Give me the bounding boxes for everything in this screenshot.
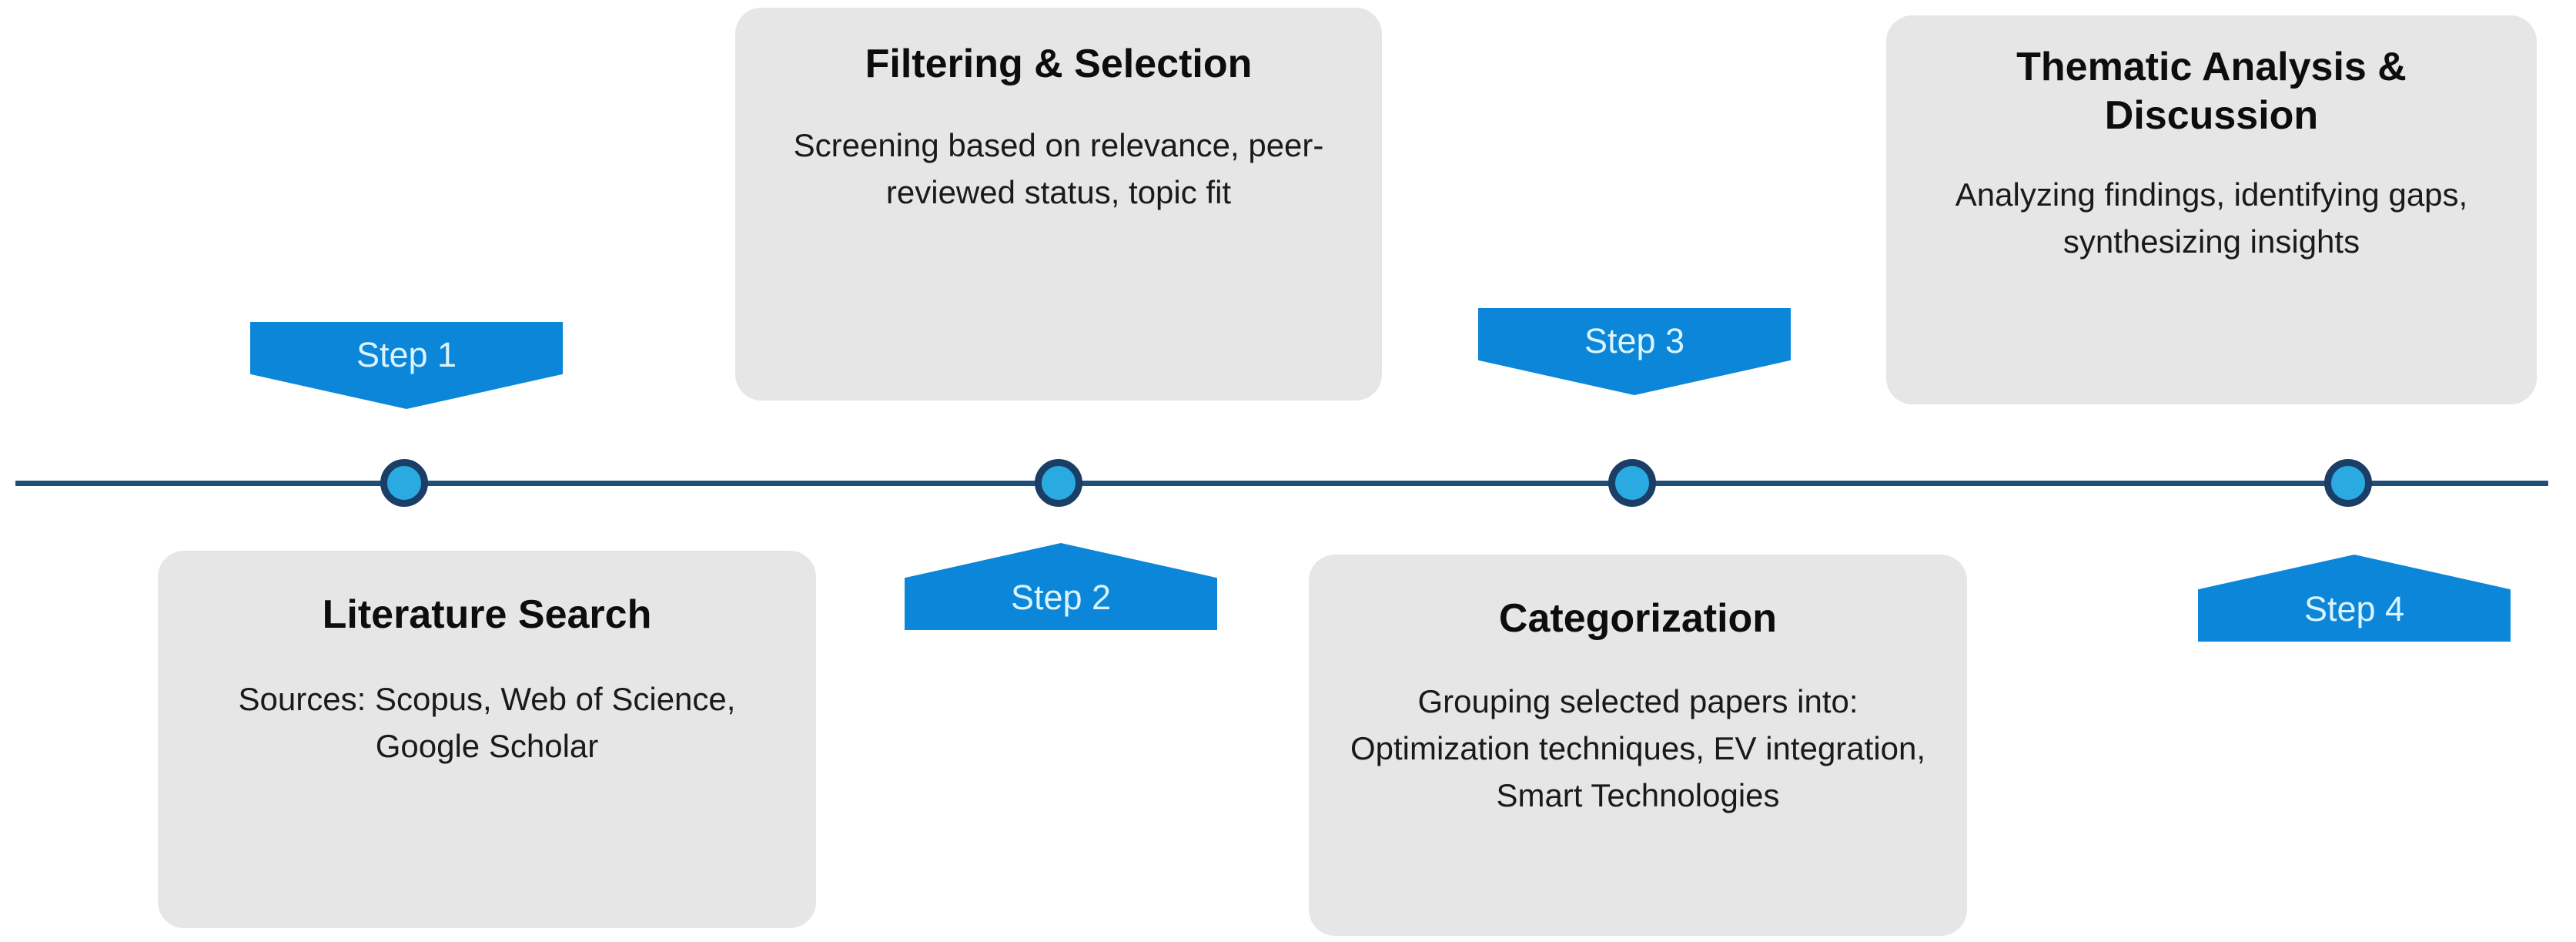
timeline-node-step-3[interactable]	[1608, 459, 1656, 507]
step-flag-2[interactable]: Step 2	[905, 543, 1217, 630]
step-flag-1-label: Step 1	[356, 335, 457, 374]
step-card-literature-search[interactable]: Literature Search Sources: Scopus, Web o…	[158, 551, 816, 928]
step-card-3-body: Grouping selected papers into: Optimizat…	[1350, 683, 1926, 814]
timeline-node-step-1[interactable]	[380, 459, 428, 507]
step-card-2-title: Filtering & Selection	[865, 42, 1253, 86]
step-card-4-body: Analyzing findings, identifying gaps, sy…	[1955, 176, 2468, 260]
step-card-1-title: Literature Search	[322, 592, 652, 637]
step-card-4-title: Thematic Analysis & Discussion	[2016, 45, 2407, 139]
step-flag-3-label: Step 3	[1584, 321, 1685, 360]
step-flag-4[interactable]: Step 4	[2198, 555, 2511, 642]
step-card-3-title: Categorization	[1498, 596, 1778, 641]
step-card-2-body: Screening based on relevance, peer-revie…	[793, 127, 1324, 211]
step-flag-3[interactable]: Step 3	[1478, 308, 1791, 395]
step-card-categorization[interactable]: Categorization Grouping selected papers …	[1309, 555, 1967, 936]
timeline-node-step-4[interactable]	[2324, 459, 2372, 507]
timeline-node-step-2[interactable]	[1035, 459, 1082, 507]
step-flag-1[interactable]: Step 1	[250, 322, 563, 409]
step-card-filtering-selection[interactable]: Filtering & Selection Screening based on…	[735, 8, 1382, 401]
timeline-axis	[15, 481, 2548, 486]
step-flag-2-label: Step 2	[1010, 578, 1112, 617]
step-card-thematic-analysis[interactable]: Thematic Analysis & Discussion Analyzing…	[1886, 15, 2537, 404]
step-card-1-body: Sources: Scopus, Web of Science, Google …	[238, 681, 736, 765]
step-flag-4-label: Step 4	[2303, 589, 2405, 629]
